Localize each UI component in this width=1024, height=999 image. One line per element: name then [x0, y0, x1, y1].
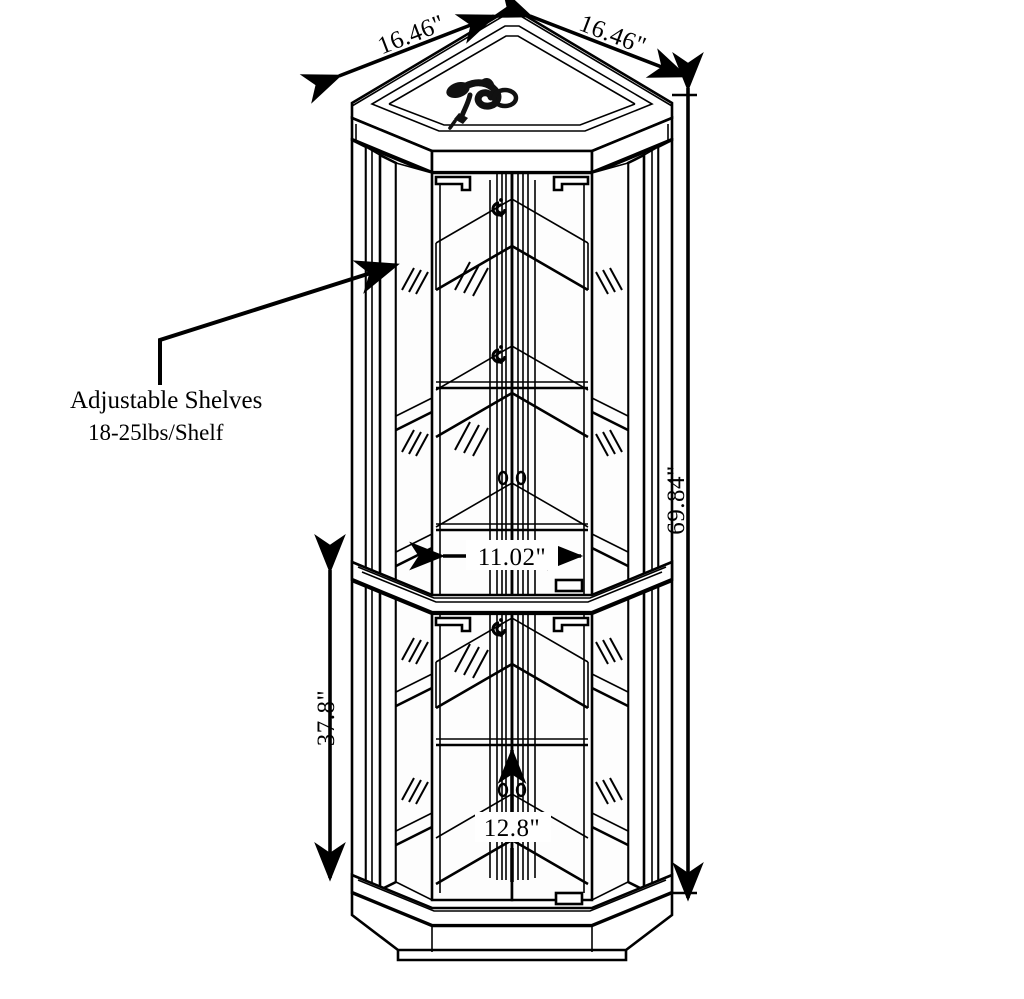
cabinet-illustration [350, 11, 674, 962]
dimension-lower-height: 37.8" [313, 534, 346, 882]
adjustable-shelves-callout: Adjustable Shelves 18-25lbs/Shelf [70, 260, 400, 445]
dimension-shelf-spacing: 12.8" [475, 747, 551, 882]
left-side-frame [350, 137, 398, 900]
base-molding [350, 873, 674, 962]
interior-shelves [435, 198, 589, 886]
dim-overall-height-value: 69.84" [663, 465, 690, 534]
dimension-interior-width: 11.02" [409, 540, 584, 571]
callout-capacity: 18-25lbs/Shelf [88, 420, 224, 445]
right-glass-panel [591, 161, 629, 902]
callout-title: Adjustable Shelves [70, 387, 262, 414]
interior-light-fixture [491, 198, 527, 798]
dim-shelf-spacing-value: 12.8" [484, 815, 540, 842]
dim-lower-height-value: 37.8" [313, 690, 340, 746]
mid-divider-rail [350, 560, 674, 633]
left-glass-panel [395, 161, 433, 902]
dimension-overall-height: 69.84" [663, 52, 704, 902]
right-side-frame [626, 137, 674, 900]
dim-interior-width-value: 11.02" [478, 544, 547, 571]
top-crown-panel [350, 11, 674, 176]
